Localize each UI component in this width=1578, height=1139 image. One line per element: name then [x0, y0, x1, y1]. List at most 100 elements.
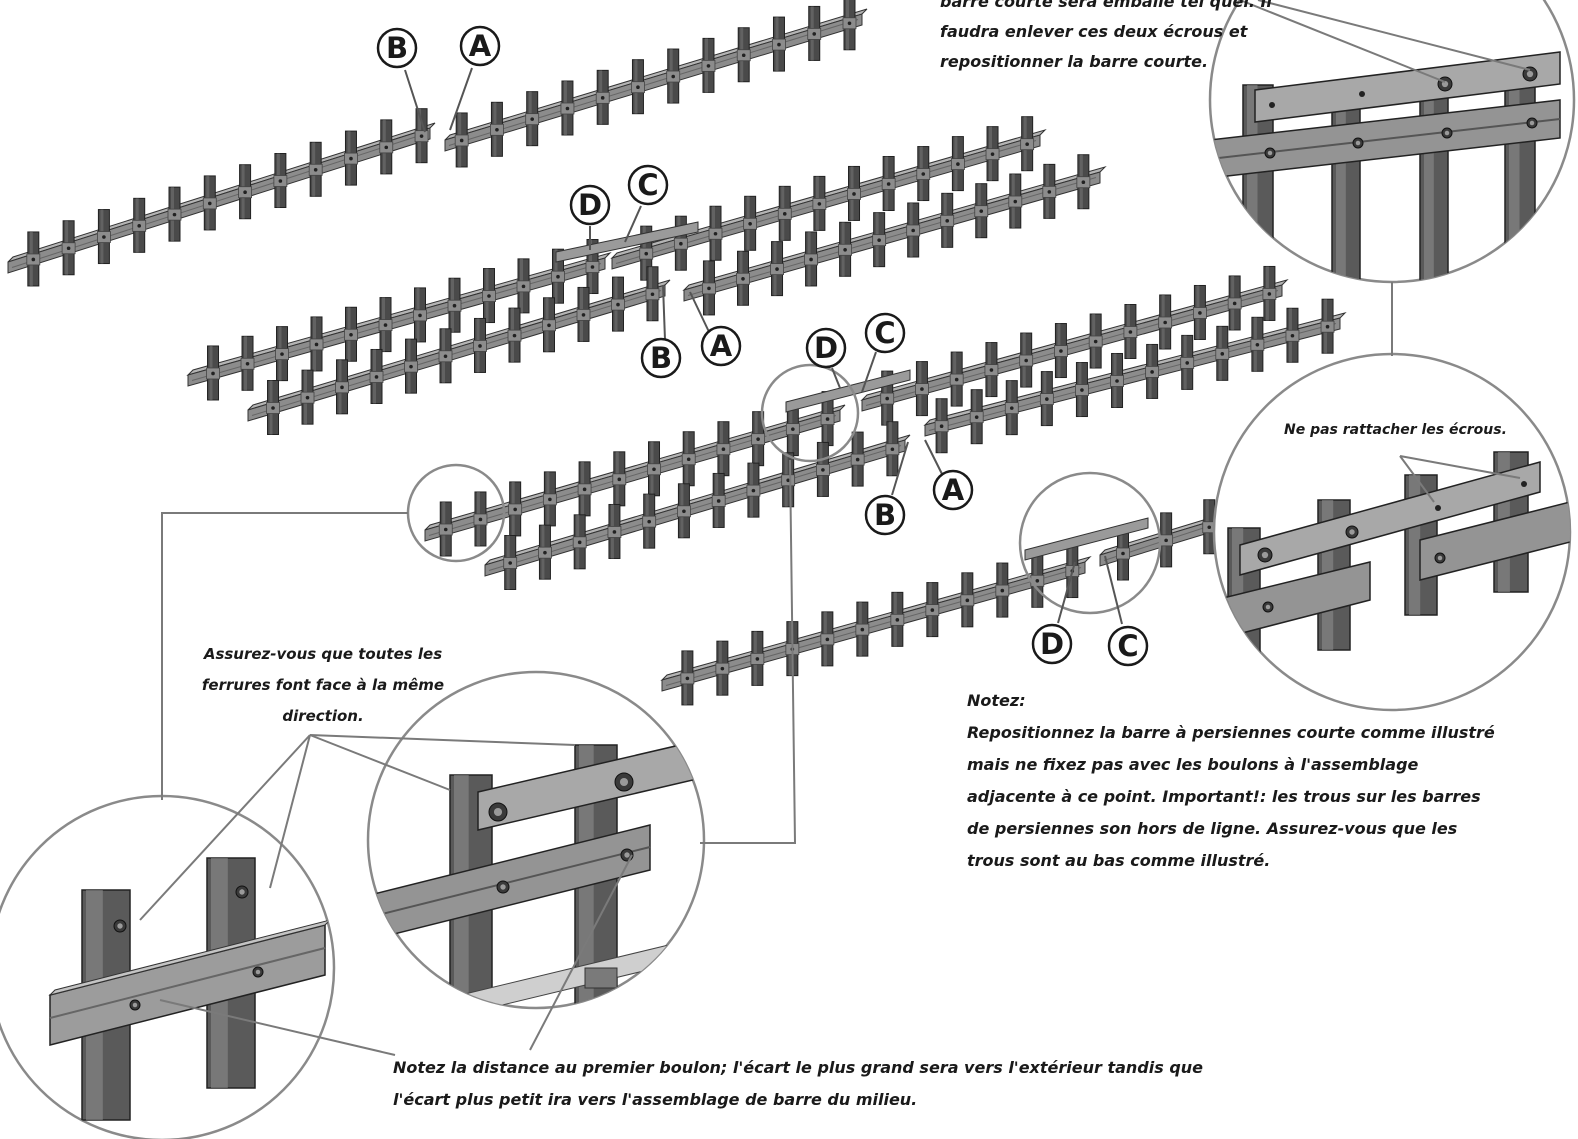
bolt: [1150, 370, 1154, 374]
rail-groove: [488, 445, 902, 571]
rail-groove: [928, 323, 1337, 431]
bolt: [612, 530, 617, 534]
fence-section: [444, 0, 868, 168]
bolt: [409, 364, 413, 369]
bolt: [530, 117, 534, 121]
nut-center: [624, 852, 630, 858]
rail-groove: [665, 567, 1082, 686]
bolt: [565, 106, 570, 111]
note-top-right-line-1: barre courte sera emballé tel quel. Il: [940, 0, 1272, 11]
svg-text:A: A: [942, 473, 965, 507]
note-hardware-line-1: Assurez-vous que toutes les: [203, 645, 443, 663]
rail-top: [444, 8, 868, 141]
bolt: [825, 637, 830, 642]
bolt: [847, 21, 852, 26]
bolt: [877, 238, 881, 242]
svg-text:A: A: [710, 329, 733, 363]
bolt: [1035, 579, 1040, 583]
bolt: [755, 657, 760, 661]
bolt: [890, 447, 895, 452]
bolt: [895, 618, 900, 622]
bolt: [777, 42, 781, 47]
bolt: [547, 323, 551, 328]
bolt: [756, 437, 760, 441]
rail-groove: [687, 177, 1097, 296]
bolt: [1185, 361, 1190, 365]
bolt: [374, 375, 379, 379]
note-top-right: barre courte sera emballé tel quel. Il f…: [940, 0, 1272, 84]
nut-center: [1349, 529, 1355, 535]
bolt: [650, 292, 655, 297]
bolt: [478, 344, 482, 348]
rail-groove: [251, 290, 662, 416]
bolt: [748, 222, 752, 226]
bolt: [686, 457, 691, 462]
bolt: [1207, 525, 1212, 530]
nut-center: [1267, 150, 1273, 156]
bolt: [974, 415, 979, 419]
note-nuts: Ne pas rattacher les écrous.: [1284, 423, 1507, 437]
highlight-circle-center-joint: [760, 363, 860, 463]
bolt: [349, 332, 353, 337]
note-bolt-distance-line-2: l'écart plus petit ira vers l'assemblage…: [393, 1090, 918, 1109]
bolt: [821, 468, 825, 472]
bolt: [443, 527, 448, 532]
note-hardware: Assurez-vous que toutes les ferrures fon…: [198, 647, 448, 740]
bolt: [418, 313, 422, 318]
bolt: [577, 540, 582, 545]
zoom-detail-bottom-left: [0, 794, 336, 1139]
nut-center: [1355, 140, 1361, 146]
bolt: [682, 509, 686, 514]
rail-groove: [191, 263, 602, 381]
note-reposition-heading: Notez:: [967, 691, 1026, 710]
bolt: [340, 385, 344, 390]
bolt: [1164, 538, 1168, 543]
bolt: [556, 274, 560, 279]
bolt: [911, 228, 915, 233]
bolt: [679, 241, 683, 246]
bolt: [384, 145, 389, 150]
bolt: [102, 235, 106, 239]
bolt: [644, 251, 649, 256]
bolt: [521, 284, 526, 289]
bolt-hole: [1359, 91, 1365, 97]
bolt: [278, 179, 283, 183]
note-reposition-line-3: adjacente à ce point. Important!: les tr…: [967, 787, 1481, 806]
bolt: [855, 457, 860, 462]
bolt: [965, 598, 970, 603]
bolt: [1290, 333, 1295, 338]
bolt: [487, 294, 491, 298]
bolt: [1128, 330, 1133, 334]
bolt: [741, 276, 745, 281]
bolt: [720, 666, 725, 671]
bolt: [137, 224, 142, 228]
bolt: [513, 507, 517, 512]
zoom-detail-middle-right: [1212, 352, 1572, 712]
nut-center: [619, 777, 629, 787]
svg-text:D: D: [578, 188, 602, 222]
nut-center: [132, 1002, 138, 1008]
bolt-hole: [1269, 102, 1275, 108]
note-reposition-line-5: trous sont au bas comme illustré.: [967, 851, 1271, 870]
bolt: [989, 368, 994, 372]
bolt: [1325, 324, 1330, 329]
bolt: [459, 138, 464, 143]
note-bolt-distance: Notez la distance au premier boulon; l'é…: [393, 1060, 1203, 1124]
zoom-short-bar: [1239, 461, 1541, 576]
bolt: [1025, 142, 1029, 146]
bolt: [452, 303, 457, 308]
rail-groove: [865, 290, 1279, 406]
nut-center: [500, 884, 506, 890]
bolt: [636, 85, 640, 89]
bolt: [590, 265, 595, 269]
bolt: [383, 323, 388, 327]
bolt: [1080, 388, 1084, 392]
bolt: [671, 74, 676, 79]
bolt: [945, 219, 950, 223]
bolt: [66, 246, 71, 251]
bolt: [852, 192, 856, 196]
callout-c-center: C: [861, 312, 906, 393]
bolt: [782, 212, 787, 216]
bolt: [685, 676, 690, 681]
svg-text:C: C: [874, 316, 895, 350]
